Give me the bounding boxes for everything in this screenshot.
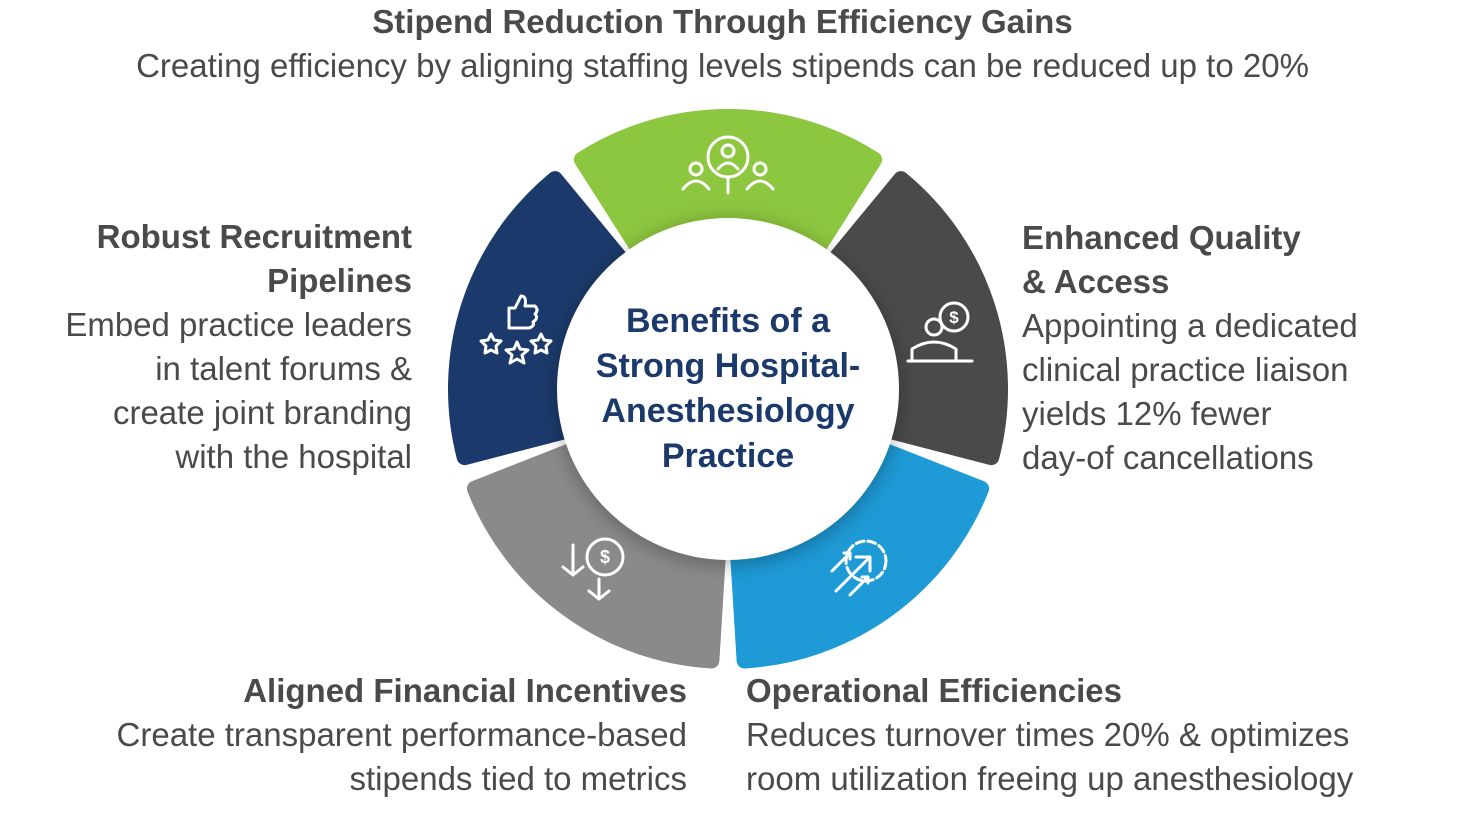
svg-text:$: $ — [600, 547, 610, 567]
right-benefit-desc-1: Appointing a dedicated — [1022, 307, 1358, 344]
bottom-right-benefit: Operational Efficiencies Reduces turnove… — [746, 669, 1465, 801]
bottom-left-benefit-desc-2: stipends tied to metrics — [349, 760, 687, 797]
center-title-line-2: Strong Hospital- — [595, 347, 861, 385]
left-benefit-title-2: Pipelines — [267, 262, 412, 299]
left-benefit-desc-4: with the hospital — [175, 438, 412, 475]
left-benefit-desc-1: Embed practice leaders — [65, 306, 412, 343]
center-title-line-1: Benefits of a — [625, 302, 831, 340]
dollar-down-icon: $ — [561, 537, 625, 601]
top-benefit: Stipend Reduction Through Efficiency Gai… — [0, 0, 1445, 88]
right-benefit: Enhanced Quality & Access Appointing a d… — [1022, 216, 1462, 480]
left-benefit-desc-2: in talent forums & — [155, 350, 412, 387]
bottom-right-benefit-desc-2: room utilization freeing up anesthesiolo… — [746, 760, 1354, 797]
right-benefit-desc-4: day-of cancellations — [1022, 439, 1314, 476]
top-benefit-title: Stipend Reduction Through Efficiency Gai… — [372, 3, 1073, 40]
top-benefit-desc: Creating efficiency by aligning staffing… — [136, 47, 1309, 84]
right-benefit-title-2: & Access — [1022, 263, 1170, 300]
recruit-search-icon — [681, 135, 775, 195]
left-benefit-title-1: Robust Recruitment — [96, 218, 412, 255]
right-benefit-title-1: Enhanced Quality — [1022, 219, 1301, 256]
person-dollar-icon: $ — [906, 301, 974, 363]
bottom-left-benefit-title: Aligned Financial Incentives — [243, 672, 687, 709]
center-title: Benefits of a Strong Hospital- Anesthesi… — [568, 218, 888, 560]
right-benefit-desc-2: clinical practice liaison — [1022, 351, 1349, 388]
bottom-left-benefit: Aligned Financial Incentives Create tran… — [0, 669, 687, 801]
bottom-right-benefit-desc-1: Reduces turnover times 20% & optimizes — [746, 716, 1350, 753]
thumbs-stars-icon — [479, 294, 553, 365]
center-title-line-4: Practice — [661, 437, 795, 475]
right-benefit-desc-3: yields 12% fewer — [1022, 395, 1272, 432]
gear-arrows-icon — [830, 539, 888, 597]
bottom-right-benefit-title: Operational Efficiencies — [746, 672, 1122, 709]
left-benefit-desc-3: create joint branding — [112, 394, 412, 431]
left-benefit: Robust Recruitment Pipelines Embed pract… — [0, 215, 412, 479]
center-title-line-3: Anesthesiology — [601, 392, 855, 430]
bottom-left-benefit-desc-1: Create transparent performance-based — [116, 716, 687, 753]
svg-text:$: $ — [949, 308, 959, 327]
center-circle — [557, 218, 899, 560]
